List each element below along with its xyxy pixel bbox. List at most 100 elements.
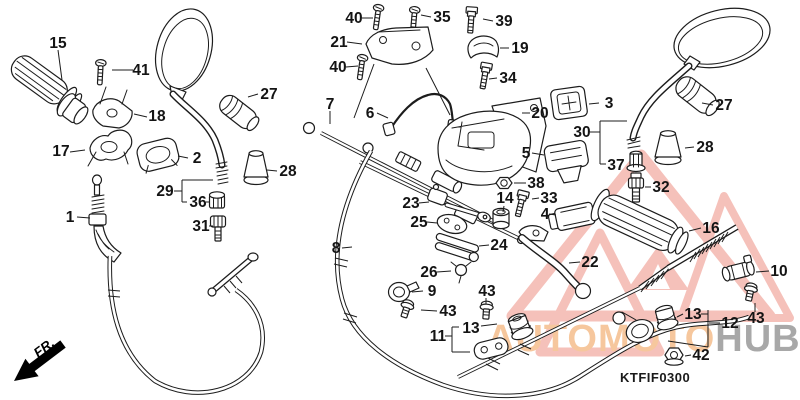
part-28-right-boot-drawing [654, 130, 682, 166]
part-label-42: 42 [692, 347, 709, 364]
part-14-bushing-drawing [492, 207, 510, 230]
part-40b-screw-drawing [353, 53, 369, 81]
part-label-41: 41 [132, 62, 150, 79]
part-label-43-a: 43 [439, 303, 457, 320]
part-label-30: 30 [573, 124, 590, 141]
part-42-nut-drawing [664, 347, 684, 366]
part-label-1: 1 [66, 209, 75, 226]
parts-artwork [10, 3, 771, 399]
part-label-43-c: 43 [747, 310, 765, 327]
left-mirror-drawing [154, 8, 229, 185]
watermark-triangle-right [677, 192, 794, 322]
part-38-nut-drawing [495, 176, 513, 190]
front-direction-marker: FR. [14, 335, 66, 381]
part-labels: 15 41 18 17 2 27 28 29 36 31 1 40 35 39 … [49, 9, 787, 364]
part-21-plate-drawing [365, 26, 434, 65]
part-label-24: 24 [490, 237, 508, 254]
part-label-31: 31 [192, 218, 210, 235]
part-label-9: 9 [428, 283, 437, 300]
part-13b-grommet-drawing [654, 304, 679, 331]
part-label-7: 7 [326, 96, 335, 113]
switch-housing-drawing [437, 110, 532, 186]
part-36-nut-drawing [208, 191, 226, 209]
part-label-6: 6 [366, 105, 375, 122]
part-label-4: 4 [541, 206, 550, 223]
part-label-5: 5 [522, 145, 531, 162]
part-label-22: 22 [581, 254, 598, 271]
part-16-right-grip-drawing [590, 188, 689, 255]
part-label-18: 18 [148, 108, 166, 125]
part-11-stay-drawing [473, 337, 509, 360]
part-41-screw-drawing [93, 58, 107, 86]
part-label-3: 3 [605, 95, 614, 112]
part-label-12: 12 [721, 315, 738, 332]
part-13a-grommet-drawing [507, 313, 534, 341]
part-label-40-b: 40 [329, 59, 346, 76]
part-24-lever-set-drawing [434, 232, 480, 263]
part-label-29: 29 [156, 183, 174, 200]
part-label-27-left: 27 [260, 86, 277, 103]
part-label-34: 34 [499, 70, 517, 87]
part-27-left-adapter-drawing [219, 94, 260, 132]
part-label-8: 8 [332, 240, 341, 257]
part-label-23: 23 [402, 195, 420, 212]
part-31-bolt-drawing [209, 215, 227, 242]
part-32-bolt-drawing [627, 172, 645, 203]
part-label-21: 21 [330, 34, 348, 51]
part-10-clamp-drawing [721, 254, 755, 282]
diagram-code: KTFIF0300 [620, 370, 690, 385]
part-label-25: 25 [410, 214, 428, 231]
part-18-bracket-drawing [92, 86, 133, 129]
cable-1-drawing [107, 252, 265, 395]
part-label-20: 20 [531, 105, 548, 122]
bracket-lines [174, 120, 720, 353]
part-label-26: 26 [420, 264, 438, 281]
part-12-holder-drawing [612, 311, 655, 343]
part-label-13-b: 13 [684, 306, 702, 323]
part-label-39: 39 [495, 13, 513, 30]
part-label-16: 16 [702, 220, 720, 237]
leader-lines [57, 14, 770, 357]
part-39-bolt-drawing [463, 6, 479, 34]
part-3-switch-drawing [550, 85, 588, 121]
part-label-36: 36 [189, 194, 207, 211]
part-label-27-right: 27 [715, 97, 732, 114]
part-label-43-b: 43 [478, 283, 496, 300]
part-label-28-left: 28 [279, 163, 297, 180]
part-7-cable-drawing [302, 121, 498, 225]
part-9-clamp-drawing [387, 281, 420, 303]
part-5-switch-drawing [543, 139, 589, 184]
part-2-switch-drawing [136, 137, 180, 174]
part-label-17: 17 [52, 143, 69, 160]
part-33-bolt-drawing [511, 189, 531, 219]
part-label-40-a: 40 [345, 10, 362, 27]
part-label-19: 19 [511, 40, 529, 57]
throttle-cable-rod-drawing [457, 224, 739, 379]
part-28-left-boot-drawing [243, 150, 269, 186]
part-1-cable-end-drawing [88, 174, 122, 263]
part-15-left-grip-drawing [10, 55, 89, 125]
part-26-clip-drawing [450, 261, 472, 284]
part-label-38: 38 [527, 175, 545, 192]
part-label-2: 2 [193, 150, 202, 167]
part-22-lever-drawing [518, 225, 592, 300]
front-arrow-icon [14, 340, 66, 381]
watermark-text-hub: HUB [715, 318, 800, 360]
part-23-joint-drawing [427, 183, 491, 223]
part-label-28-right: 28 [696, 139, 714, 156]
part-34-bolt-drawing [476, 61, 494, 91]
right-mirror-drawing [626, 7, 771, 149]
part-label-37: 37 [607, 157, 624, 174]
part-25-plate-drawing [436, 213, 468, 235]
part-label-14: 14 [496, 190, 514, 207]
part-37-nut-drawing [626, 150, 646, 173]
part-label-15: 15 [49, 35, 67, 52]
part-label-10: 10 [770, 263, 787, 280]
part-label-33: 33 [540, 190, 558, 207]
part-40a-screw-drawing [369, 3, 385, 31]
part-label-32: 32 [652, 179, 669, 196]
part-17-clamp-drawing [87, 129, 133, 167]
part-label-13-a: 13 [462, 320, 480, 337]
